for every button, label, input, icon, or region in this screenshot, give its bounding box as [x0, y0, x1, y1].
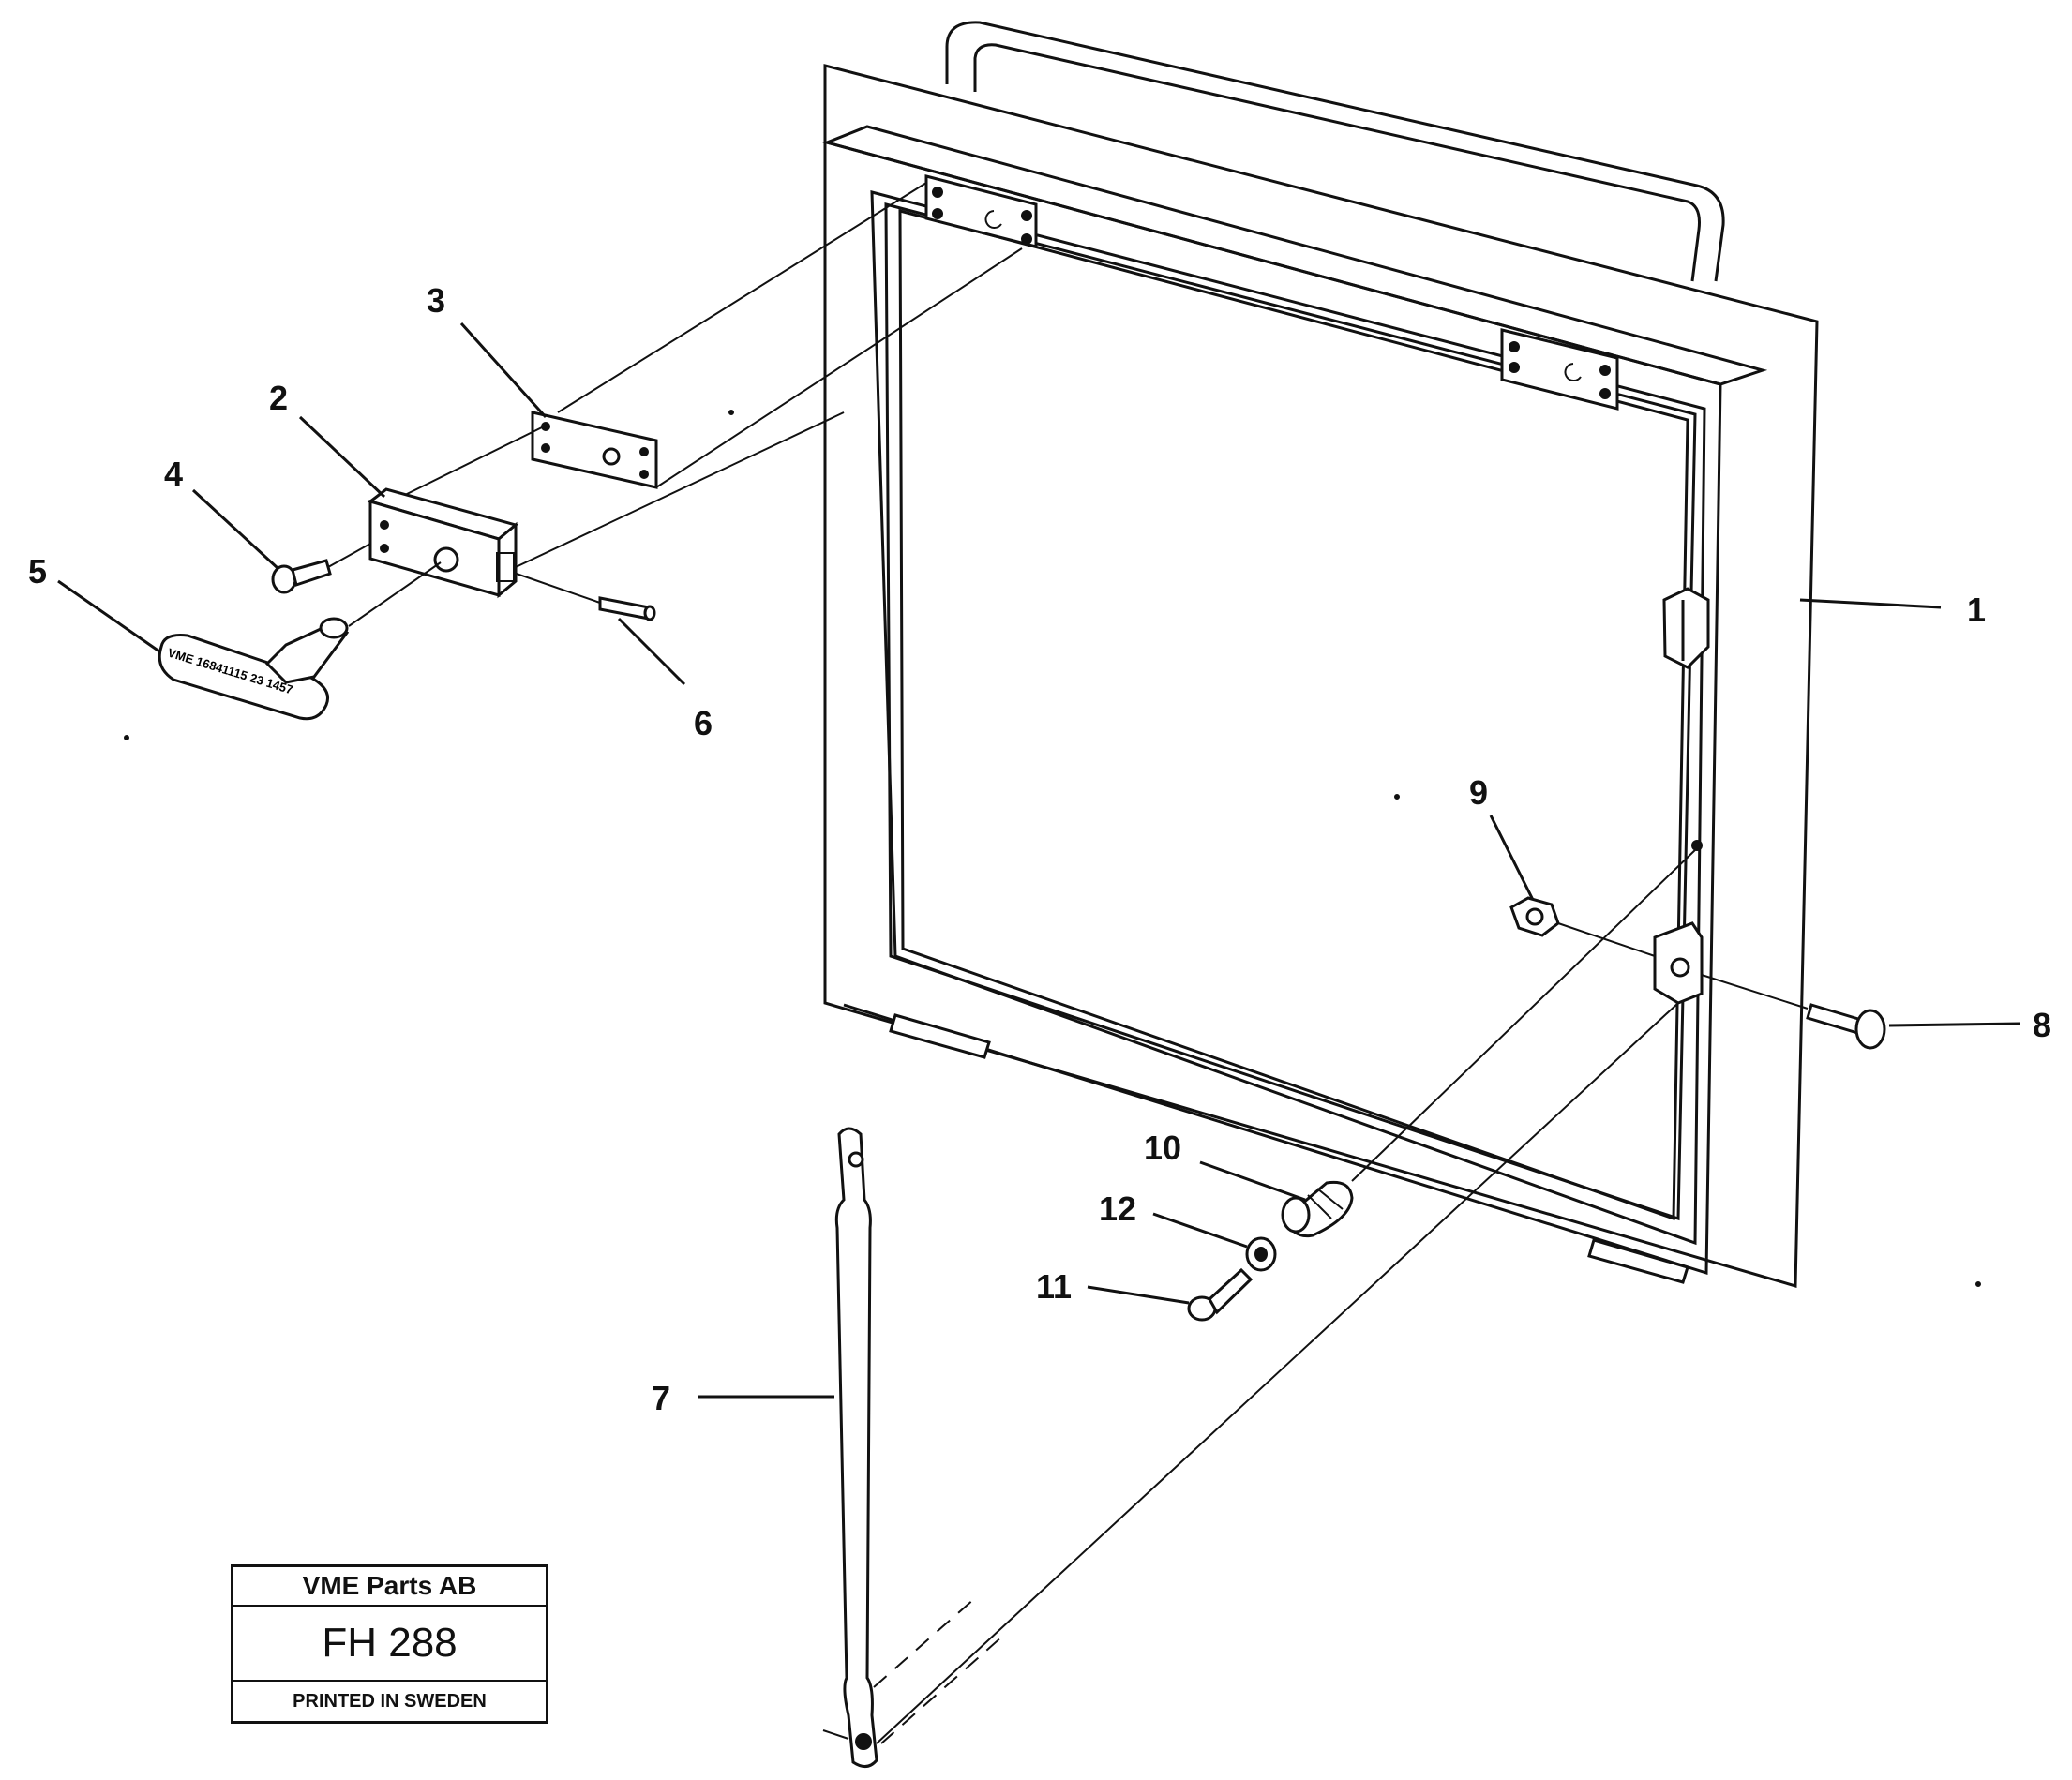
spacer-bushing-10 — [1281, 1180, 1354, 1238]
pin-6 — [598, 596, 656, 621]
callout-4: 4 — [164, 455, 279, 570]
company-name: VME Parts AB — [233, 1567, 546, 1607]
callout-2: 2 — [269, 379, 386, 499]
callout-5: 5 — [28, 552, 160, 653]
callout-number: 2 — [269, 379, 288, 417]
title-block: VME Parts AB FH 288 PRINTED IN SWEDEN — [231, 1564, 548, 1724]
callout-number: 3 — [427, 281, 445, 320]
print-footer: PRINTED IN SWEDEN — [293, 1690, 487, 1712]
callout-11: 11 — [1036, 1267, 1190, 1306]
key-handle: VME 16841115 23 1457 — [158, 617, 350, 721]
callout-number: 5 — [28, 552, 47, 591]
callout-number: 10 — [1144, 1129, 1181, 1167]
callout-10: 10 — [1144, 1129, 1306, 1202]
washer-12 — [1245, 1236, 1277, 1272]
bolt-8 — [1806, 1003, 1886, 1050]
callout-number: 1 — [1967, 591, 1986, 629]
callout-3: 3 — [427, 281, 548, 419]
drawing-number: FH 288 — [233, 1607, 546, 1682]
callout-12: 12 — [1099, 1189, 1248, 1249]
callout-number: 12 — [1099, 1189, 1136, 1228]
assembly-lines — [327, 182, 1809, 1744]
callout-number: 9 — [1469, 773, 1488, 812]
callout-number: 4 — [164, 455, 183, 493]
screw-11 — [1187, 1267, 1254, 1322]
support-stay — [822, 1127, 878, 1768]
callout-number: 11 — [1036, 1267, 1072, 1306]
callout-9: 9 — [1469, 773, 1535, 901]
callout-7: 7 — [652, 1379, 834, 1417]
callout-number: 6 — [694, 704, 713, 742]
lock-housing — [367, 487, 519, 599]
mounting-plate — [531, 411, 658, 489]
callout-1: 1 — [1799, 591, 1986, 629]
callout-number: 8 — [2033, 1006, 2051, 1044]
callout-6: 6 — [617, 617, 713, 742]
screw-4 — [271, 559, 332, 594]
door-frame — [822, 21, 1819, 1288]
specks — [124, 410, 1981, 1287]
callout-number: 7 — [652, 1379, 670, 1417]
callout-8: 8 — [1888, 1006, 2051, 1044]
